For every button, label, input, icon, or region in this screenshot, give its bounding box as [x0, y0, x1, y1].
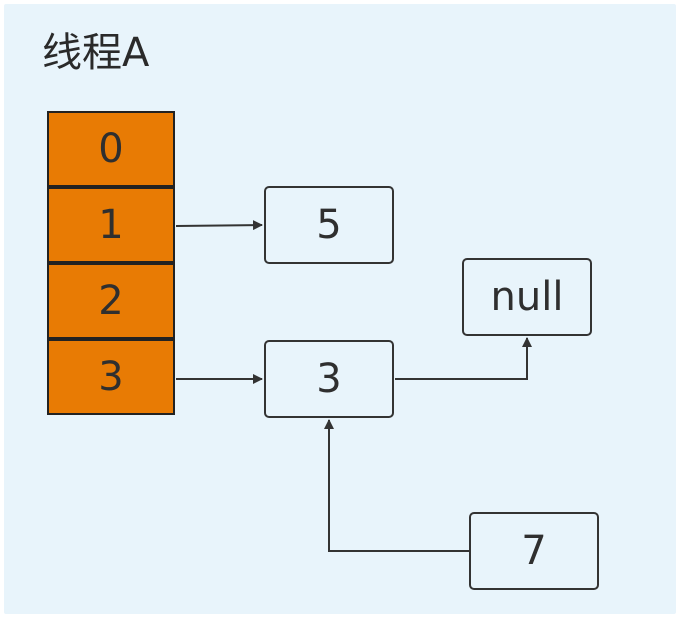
array-cell-1: 1 [47, 187, 175, 263]
arrow-node3-to-null [395, 337, 532, 380]
node-7: 7 [469, 512, 599, 590]
diagram-title: 线程A [42, 30, 150, 76]
node-5: 5 [264, 186, 394, 264]
array-cell-2: 2 [47, 263, 175, 339]
arrow-cell1-to-node5 [175, 220, 263, 231]
array-cell-3: 3 [47, 339, 175, 415]
arrow-node7-to-node3 [324, 419, 469, 552]
node-3: 3 [264, 340, 394, 418]
array-cell-0: 0 [47, 111, 175, 187]
node-null: null [462, 258, 592, 336]
